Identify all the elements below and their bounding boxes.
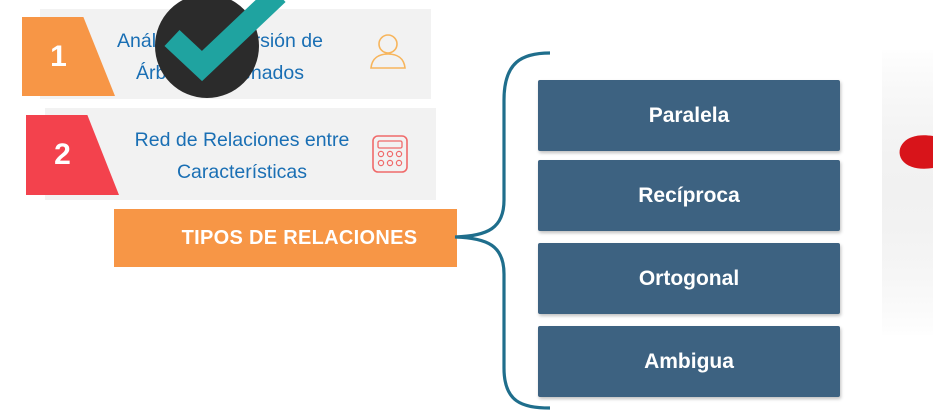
- relation-type-reciproca[interactable]: Recíproca: [538, 160, 840, 231]
- curly-brace: [454, 51, 551, 410]
- relation-type-paralela[interactable]: Paralela: [538, 80, 840, 151]
- step-2-text-line1: Red de Relaciones entre: [134, 129, 350, 151]
- relation-type-ambigua[interactable]: Ambigua: [538, 326, 840, 397]
- checkmark-icon: [155, 0, 286, 98]
- relation-type-ortogonal[interactable]: Ortogonal: [538, 243, 840, 314]
- decorative-image: [882, 50, 933, 335]
- step-2-text-line2: Características: [176, 161, 308, 183]
- relation-types-label: TIPOS DE RELACIONES: [114, 209, 457, 267]
- step-2-text: Red de Relaciones entre Características: [112, 124, 372, 188]
- calculator-icon: [372, 135, 408, 173]
- user-icon: [370, 34, 406, 69]
